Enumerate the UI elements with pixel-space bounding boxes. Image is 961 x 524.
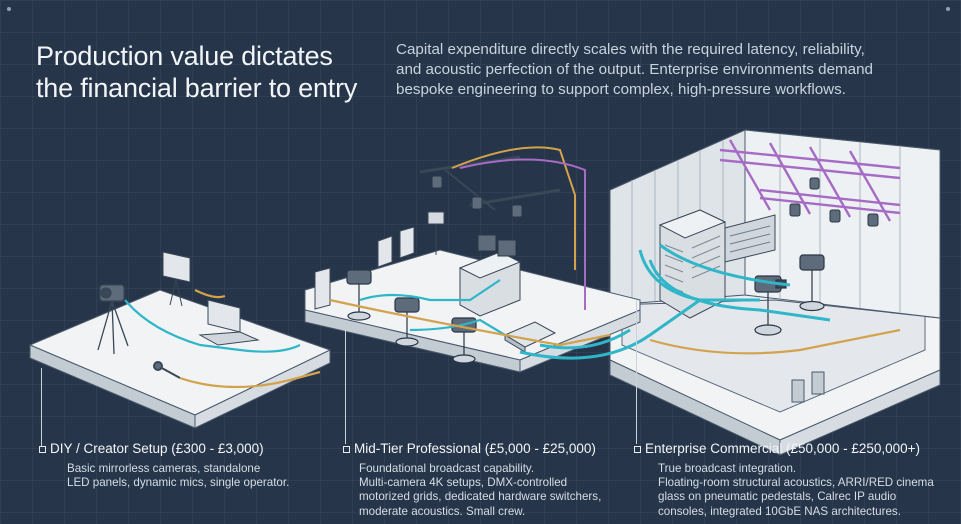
page-title: Production value dictates the financial … xyxy=(36,40,376,104)
leader-line-midtier xyxy=(345,330,346,444)
subtitle-line-1: Capital expenditure directly scales with… xyxy=(396,41,865,58)
tier-marker xyxy=(634,445,641,453)
leader-line-diy xyxy=(41,368,42,446)
tier-desc-line: glass on pneumatic pedestals, Calrec IP … xyxy=(658,490,897,504)
tier-heading: Mid-Tier Professional (£5,000 - £25,000) xyxy=(354,441,596,456)
enterprise-audio-console xyxy=(724,214,776,263)
midtier-switcher-desk xyxy=(458,234,522,317)
enterprise-lighting-grid xyxy=(719,139,901,222)
enterprise-lights xyxy=(789,177,879,227)
tier-heading: Enterprise Commercial (£50,000 - £250,00… xyxy=(645,441,921,456)
diy-platform xyxy=(28,289,332,429)
tier-desc-line: True broadcast integration. xyxy=(658,462,797,475)
diy-led-panel xyxy=(162,251,191,307)
tier-desc-line: LED panels, dynamic mics, single operato… xyxy=(67,476,290,490)
leader-line-enterprise xyxy=(636,300,637,444)
tier-enterprise: Enterprise Commercial (£50,000 - £250,00… xyxy=(634,440,934,519)
tier-desc-line: consoles, integrated 10GbE NAS architect… xyxy=(658,504,901,518)
subtitle-line-2: and acoustic perfection of the output. E… xyxy=(396,61,874,78)
tier-marker xyxy=(343,445,350,453)
midtier-led-panels xyxy=(314,211,445,310)
diy-laptop xyxy=(198,299,260,346)
corner-dot-tr xyxy=(946,7,950,11)
tier-midtier: Mid-Tier Professional (£5,000 - £25,000)… xyxy=(343,440,602,519)
tier-desc-line: moderate acoustics. Small crew. xyxy=(359,504,526,518)
diy-microphone xyxy=(153,361,181,379)
title-line-2: the financial barrier to entry xyxy=(36,73,358,103)
midtier-lighting-grid xyxy=(419,146,586,310)
tier-desc-line: Floating-room structural acoustics, ARRI… xyxy=(658,476,934,490)
tier-desc-line: Multi-camera 4K setups, DMX-controlled xyxy=(359,476,568,490)
page-subtitle: Capital expenditure directly scales with… xyxy=(396,40,936,100)
tier-desc-line: motorized grids, dedicated hardware swit… xyxy=(359,490,602,504)
cables xyxy=(124,243,901,389)
tier-desc-line: Basic mirrorless cameras, standalone xyxy=(67,462,261,475)
tier-heading: DIY / Creator Setup (£300 - £3,000) xyxy=(50,441,264,456)
title-line-1: Production value dictates xyxy=(36,41,333,71)
subtitle-line-3: bespoke engineering to support complex, … xyxy=(396,81,846,98)
corner-dot-tl xyxy=(7,7,11,11)
tier-diy: DIY / Creator Setup (£300 - £3,000) Basi… xyxy=(39,440,290,490)
diy-camera-tripod xyxy=(97,284,129,355)
tier-desc-line: Foundational broadcast capability. xyxy=(359,462,535,475)
midtier-lights xyxy=(431,175,523,218)
tier-marker xyxy=(39,445,46,453)
